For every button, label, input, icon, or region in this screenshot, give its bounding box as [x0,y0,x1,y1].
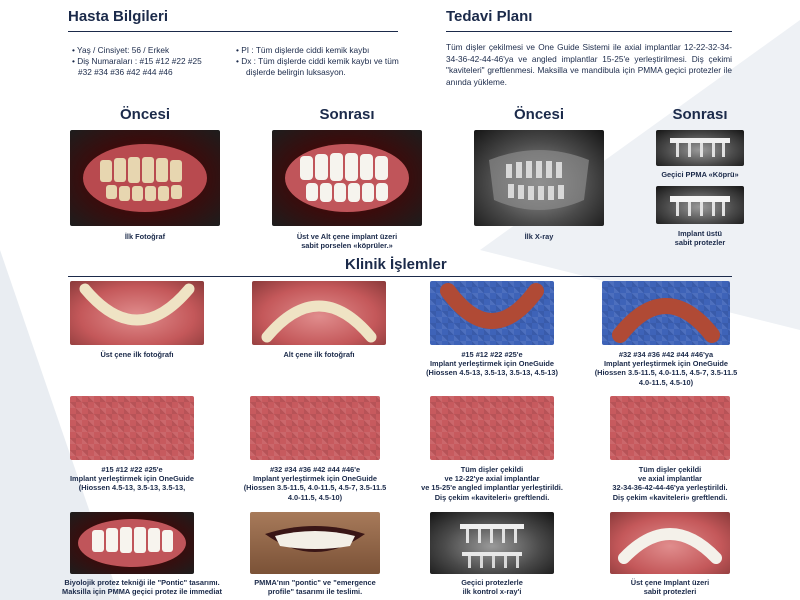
fixed-prosthesis-xray [656,186,744,224]
upper-guide-blurred-photo [430,281,554,345]
info-line: • Dx : Tüm dişlerde ciddi kemik kaybı ve… [236,56,399,66]
upper-fixed-prosthesis-photo [610,512,730,574]
cap-line: sabit protezleri [643,587,697,597]
tedavi-rule [446,31,732,32]
cap-line: Üst çene Implant üzeri [630,578,710,587]
cap-line: sabit porselen «köprüler.» [301,241,393,251]
cap-line: PMMA'nın "pontic" ve "emergence [254,578,376,587]
cap-line: ve axial implantlar [637,474,703,484]
upper-jaw-photo [70,281,204,345]
cap-row3-2: PMMA'nın "pontic" ve "emergence profile"… [225,578,405,596]
hasta-title: Hasta Bilgileri [68,8,169,25]
cap-line: #32 #34 #36 #42 #44 #46'ya [618,350,714,359]
cap-line: Alt çene ilk fotoğrafı [283,350,355,359]
temp-bridge-xray [656,130,744,166]
lower-jaw-photo [252,281,386,345]
hasta-right-info: • PI : Tüm dişlerde ciddi kemik kaybı • … [236,45,399,78]
cap-line: Tüm dişler çekildi [638,465,702,474]
hasta-left-info: • Yaş / Cinsiyet: 56 / Erkek • Diş Numar… [72,45,202,78]
oncesi-title-1: Öncesi [119,106,171,123]
cap-row3-1: Biyolojik protez tekniği ile "Pontic" ta… [52,578,232,596]
cap-line: Implant üstü [678,229,722,238]
cap-row1-3: #15 #12 #22 #25'e Implant yerleştirmek i… [402,350,582,378]
pmma-temporary-photo [70,512,194,574]
cap-line: 4.0-11.5, 4.5-10) [638,377,694,387]
info-line: • Diş Numaraları : #15 #12 #22 #25 [72,56,202,66]
cap-row2-4: Tüm dişler çekildi ve axial implantlar 3… [580,465,760,502]
cap-line: Implant yerleştirmek için OneGuide [603,359,729,369]
cap-line: Diş çekim «kaviteleri» greftlendi. [612,492,728,502]
hasta-rule [68,31,398,32]
cap-line: 32-34-36-42-44-46'ya yerleştirildi. [612,483,728,493]
cap-implant-ustu: Implant üstü sabit protezler [640,229,760,247]
upper-surgery-blurred-photo [70,396,194,460]
cap-line: Biyolojik protez tekniği ile "Pontic" ta… [64,578,220,587]
cap-row3-3: Geçici protezlerle ilk kontrol x-ray'i [402,578,582,596]
cap-line: #15 #12 #22 #25'e [101,465,163,474]
cap-line: sabit protezler [674,238,726,248]
cap-line: Maksilla için PMMA geçici protez ile imm… [62,587,222,597]
cap-line: Implant yerleştirmek için OneGuide [429,359,555,369]
cap-ilk-fotograf: İlk Fotoğraf [124,232,166,241]
cap-line: ve 15-25'e angled implantlar yerleştiril… [421,483,563,493]
lower-extraction-blurred-photo [610,396,730,460]
cap-row2-1: #15 #12 #22 #25'e Implant yerleştirmek i… [47,465,217,493]
cap-line: (Hiossen 4.5-13, 3.5-13, 3.5-13, 4.5-13) [426,368,558,378]
info-line: #32 #34 #36 #42 #44 #46 [78,67,173,77]
cap-line: (Hiossen 4.5-13, 3.5-13, 3.5-13, [78,483,186,493]
cap-row1-1: Üst çene ilk fotoğrafı [57,350,217,359]
before-smile-photo [70,130,220,226]
upper-extraction-blurred-photo [430,396,554,460]
cap-line: Üst çene ilk fotoğrafı [100,350,174,359]
cap-gecici-ppma: Geçici PPMA «Köprü» [661,170,739,179]
info-line: • PI : Tüm dişlerde ciddi kemik kaybı [236,45,370,55]
cap-line: Üst ve Alt çene implant üzeri [296,232,398,241]
tedavi-title: Tedavi Planı [446,8,533,25]
cap-ust-alt: Üst ve Alt çene implant üzeri sabit pors… [262,232,432,250]
cap-line: ilk kontrol x-ray'i [462,587,522,597]
cap-line: Implant yerleştirmek için OneGuide [252,474,378,484]
cap-line: #15 #12 #22 #25'e [461,350,523,359]
cap-line: #32 #34 #36 #42 #44 #46'e [269,465,361,474]
cap-row2-3: Tüm dişler çekildi ve 12-22'ye axial imp… [402,465,582,502]
cap-line: Diş çekim «kaviteleri» greftlendi. [434,492,550,502]
cap-row1-4: #32 #34 #36 #42 #44 #46'ya Implant yerle… [581,350,751,387]
tedavi-text: Tüm dişler çekilmesi ve One Guide Sistem… [446,42,732,87]
lower-guide-blurred-photo [602,281,730,345]
cap-line: 4.0-11.5, 4.5-10) [287,492,343,502]
initial-xray-photo [474,130,604,226]
klinik-rule [68,276,732,277]
lower-surgery-blurred-photo [250,396,380,460]
cap-line: Tüm dişler çekildi [460,465,524,474]
control-xray-photo [430,512,554,574]
cap-line: Geçici protezlerle [461,578,523,587]
cap-line: Implant yerleştirmek için OneGuide [69,474,195,484]
cap-ilk-xray: İlk X-ray [524,232,554,241]
pmma-smile-photo [250,512,380,574]
oncesi-title-2: Öncesi [513,106,565,123]
cap-line: (Hiossen 3.5-11.5, 4.0-11.5, 4.5-7, 3.5-… [594,368,738,378]
sonrasi-title-1: Sonrası [319,106,375,123]
klinik-title: Klinik İşlemler [345,256,447,273]
sonrasi-title-2: Sonrası [672,106,728,123]
cap-line: (Hiossen 3.5-11.5, 4.0-11.5, 4.5-7, 3.5-… [243,483,387,493]
cap-row2-2: #32 #34 #36 #42 #44 #46'e Implant yerleş… [225,465,405,502]
info-line: • Yaş / Cinsiyet: 56 / Erkek [72,45,170,55]
cap-row1-2: Alt çene ilk fotoğrafı [239,350,399,359]
info-line: dişlerde belirgin luksasyon. [246,67,346,77]
cap-row3-4: Üst çene Implant üzeri sabit protezleri [580,578,760,596]
after-smile-photo [272,130,422,226]
cap-line: profile" tasarımı ile teslimi. [267,587,363,597]
cap-line: ve 12-22'ye axial implantlar [444,474,540,484]
